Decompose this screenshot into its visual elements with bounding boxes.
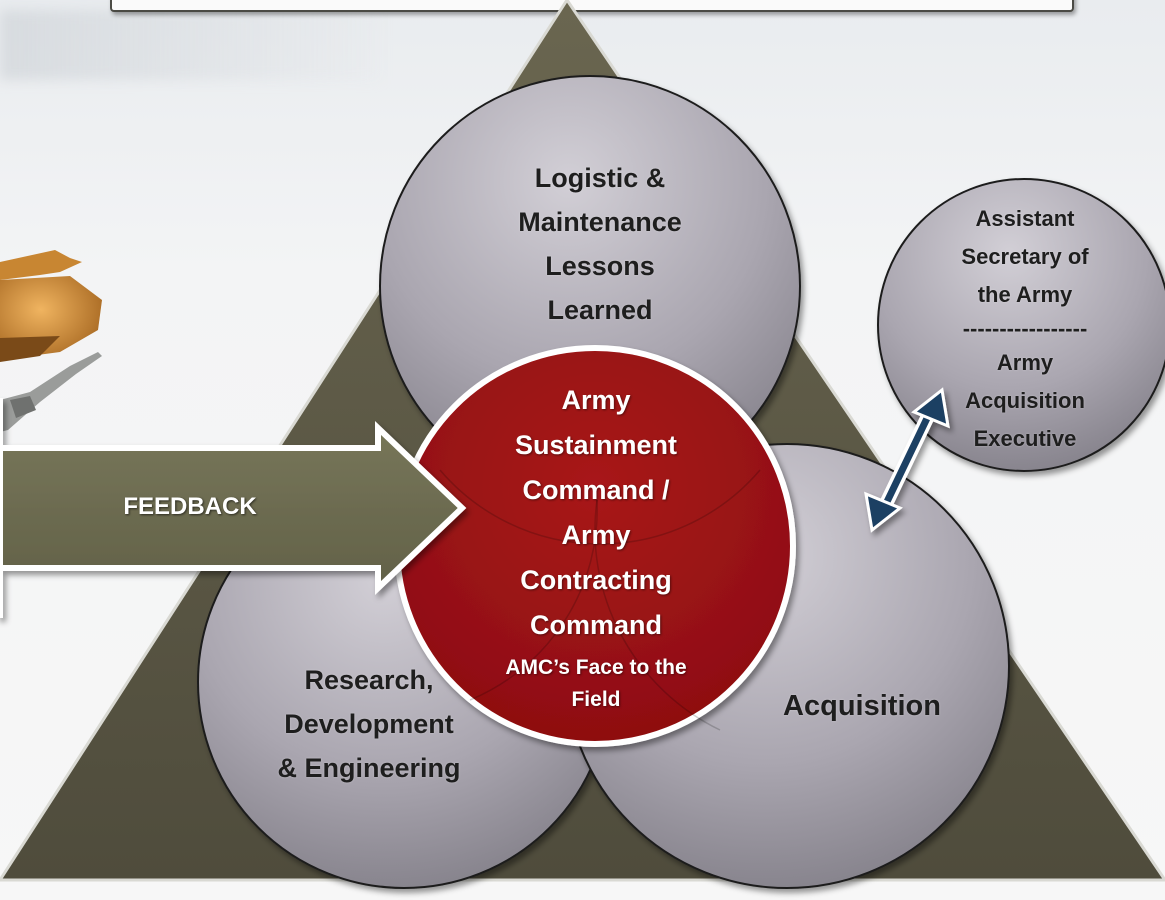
executive-label-line: Acquisition [965, 388, 1085, 413]
feedback-label-text: FEEDBACK [123, 493, 257, 520]
logistic-label-line: Learned [547, 295, 653, 325]
center-label: Army Sustainment Command / Army Contract… [438, 378, 754, 716]
research-label-line: Research, [304, 665, 434, 695]
executive-label-divider: ----------------- [962, 316, 1088, 341]
executive-label-line: Army [996, 350, 1054, 375]
executive-label-line: Executive [973, 426, 1077, 451]
center-label-line: Army [561, 385, 631, 415]
acquisition-label: Acquisition [752, 686, 972, 726]
double-arrow [864, 387, 950, 533]
center-label-line: Command / [522, 475, 670, 505]
feedback-arrow [0, 398, 467, 618]
logistic-label-line: Maintenance [518, 207, 682, 237]
center-label-line: Army [561, 520, 631, 550]
center-label-line: Command [529, 610, 662, 640]
top-banner-bar [110, 0, 1074, 12]
executive-label: Assistant Secretary of the Army --------… [930, 200, 1120, 458]
center-subtitle-line: AMC’s Face to the [505, 656, 687, 679]
executive-label-line: the Army [977, 282, 1073, 307]
logistic-label-line: Lessons [545, 251, 655, 281]
executive-label-line: Secretary of [961, 244, 1089, 269]
acquisition-label-text: Acquisition [783, 690, 941, 722]
center-subtitle-line: Field [571, 688, 621, 711]
logistic-label-line: Logistic & [534, 163, 666, 193]
research-label-line: Development [284, 709, 454, 739]
rifle-image [0, 352, 102, 432]
research-label: Research, Development & Engineering [248, 658, 490, 790]
background-haze [0, 10, 380, 80]
logistic-label: Logistic & Maintenance Lessons Learned [470, 156, 730, 332]
center-label-line: Sustainment [514, 430, 678, 460]
center-circle-overlap-arcs [439, 469, 761, 731]
tank-image [0, 250, 102, 362]
center-label-line: Contracting [520, 565, 672, 595]
research-label-line: & Engineering [277, 753, 461, 783]
feedback-label: FEEDBACK [90, 487, 290, 527]
center-subtitle: AMC’s Face to the Field [438, 652, 754, 716]
executive-circle [877, 178, 1165, 472]
executive-label-line: Assistant [975, 206, 1075, 231]
